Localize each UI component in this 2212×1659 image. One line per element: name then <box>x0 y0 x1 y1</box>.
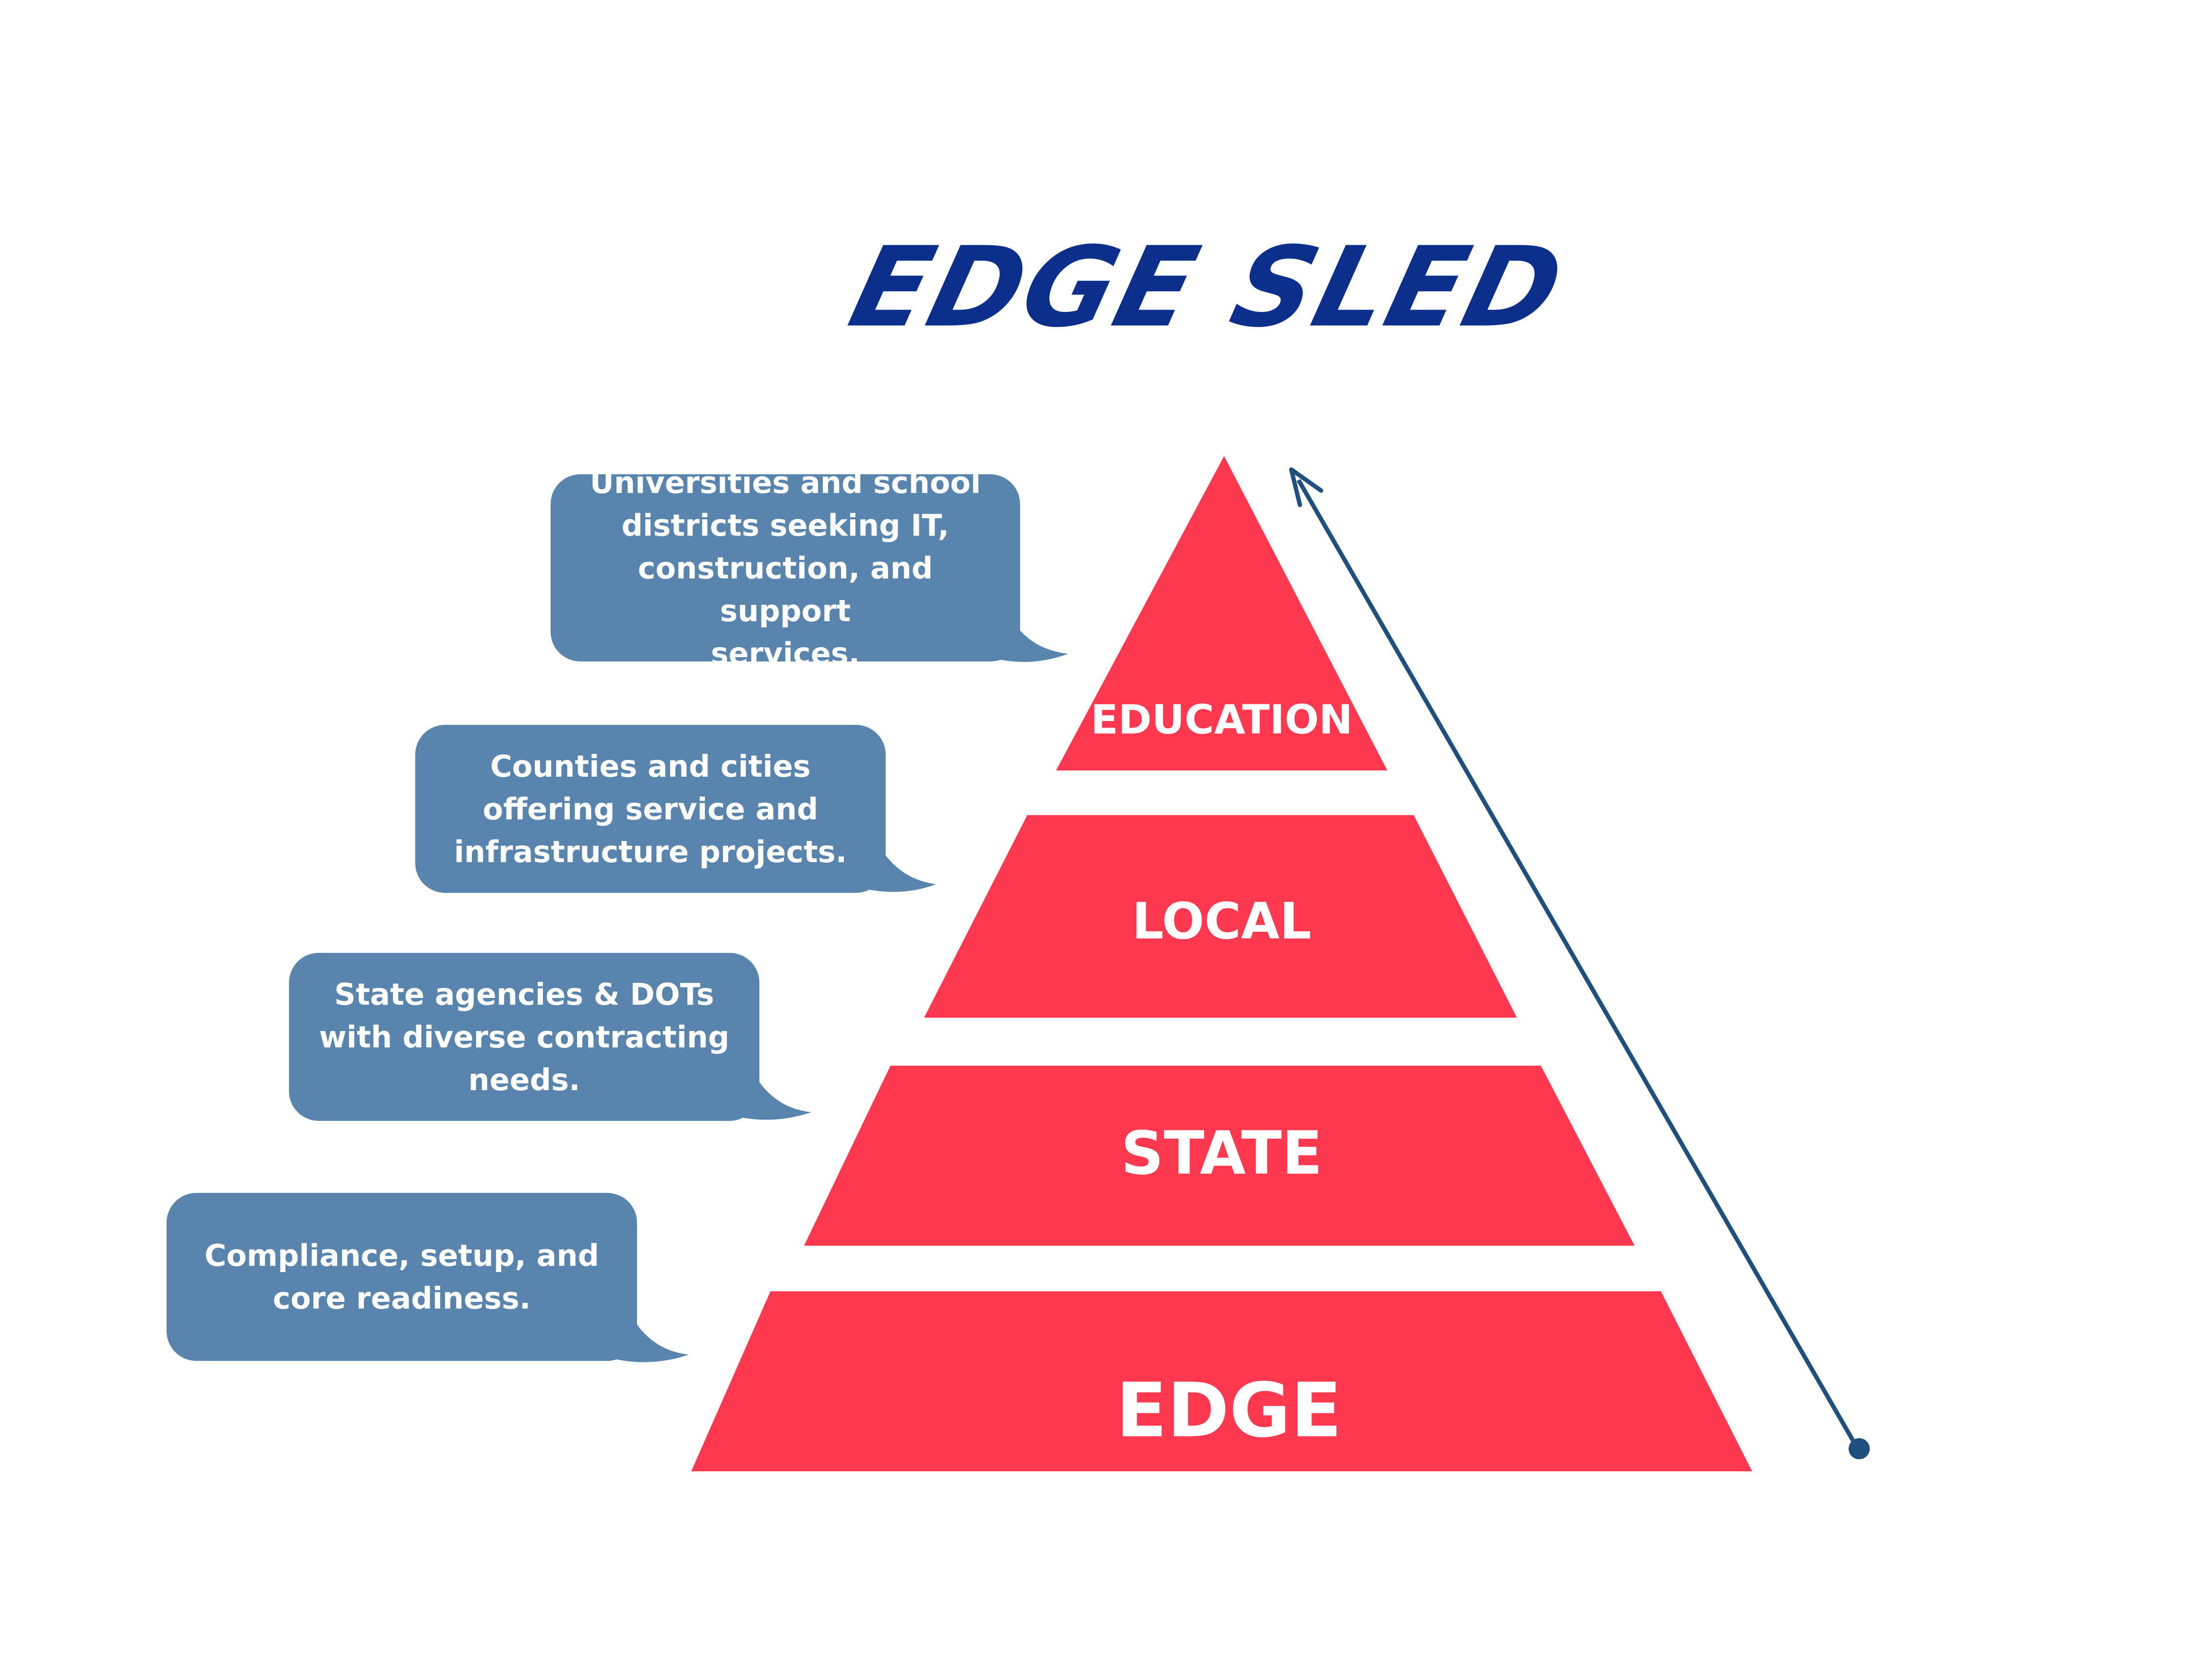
tier-label-state: STATE <box>1121 1119 1322 1188</box>
callout-text-education: Universities and school districts seekin… <box>589 465 981 671</box>
callout-state: State agencies & DOTs with diverse contr… <box>289 953 759 1121</box>
pyramid-tier-state <box>804 1066 1635 1246</box>
callout-text-edge: Compliance, setup, and core readiness. <box>204 1238 600 1316</box>
callout-text-local: Counties and cities offering service and… <box>454 748 847 869</box>
pyramid-tier-local <box>924 815 1517 1018</box>
tier-label-education: EDUCATION <box>1091 696 1353 743</box>
upward-arrow-line <box>1297 479 1860 1450</box>
tier-label-edge: EDGE <box>1116 1367 1342 1454</box>
callout-text-state: State agencies & DOTs with diverse contr… <box>319 976 730 1097</box>
upward-arrow-head <box>1289 467 1323 507</box>
callout-education: Universities and school districts seekin… <box>551 465 1020 671</box>
pyramid-tier-edge <box>691 1291 1752 1471</box>
pyramid-tier-education <box>1056 456 1387 770</box>
arrow-origin-dot <box>1849 1438 1870 1459</box>
callout-local: Counties and cities offering service and… <box>415 725 886 893</box>
callout-edge: Compliance, setup, and core readiness. <box>167 1193 637 1361</box>
tier-label-local: LOCAL <box>1132 892 1311 950</box>
